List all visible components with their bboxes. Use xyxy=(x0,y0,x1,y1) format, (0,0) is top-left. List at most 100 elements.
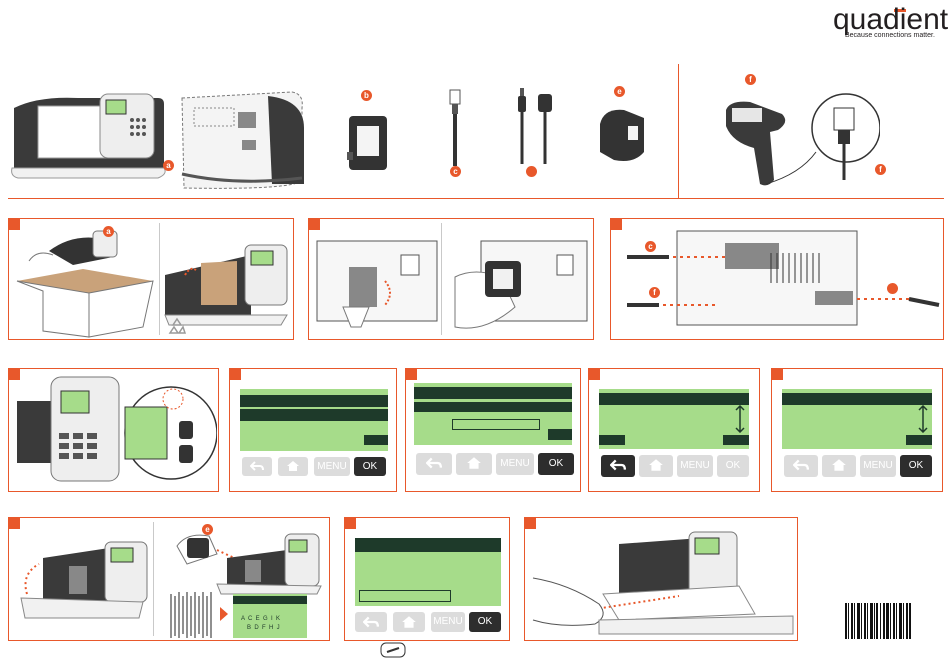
panel-divider xyxy=(159,223,160,335)
lcd-softkey-right xyxy=(906,435,932,445)
step-corner-marker xyxy=(344,517,356,529)
product-barcode xyxy=(845,603,911,639)
feed-envelope-illustration xyxy=(529,524,795,640)
step-corner-marker xyxy=(229,368,241,380)
badge-b: b xyxy=(361,90,372,101)
next-arrow-icon xyxy=(219,606,229,622)
quadient-logo: quadient Because connections matter. xyxy=(833,5,945,39)
ok-button[interactable]: OK xyxy=(900,455,932,477)
step-corner-marker xyxy=(771,368,783,380)
menu-button[interactable]: MENU xyxy=(431,612,465,632)
network-cable-illustration xyxy=(444,88,466,168)
scroll-arrow-icon xyxy=(735,405,745,433)
badge-f-usb: f xyxy=(875,164,886,175)
lcd-screen xyxy=(782,389,932,449)
back-button[interactable] xyxy=(784,455,818,477)
badge-a: a xyxy=(163,160,174,171)
home-button[interactable] xyxy=(456,453,492,475)
meter-rear-view-illustration xyxy=(176,88,308,194)
ok-button[interactable]: OK xyxy=(717,455,749,477)
home-button[interactable] xyxy=(822,455,856,477)
lcd-title-bar xyxy=(782,393,932,405)
power-button-illustration xyxy=(13,373,217,489)
lcd-title-bar xyxy=(414,387,572,399)
unpack-box-illustration xyxy=(13,221,159,339)
menu-button[interactable]: MENU xyxy=(496,453,534,475)
step-unpack-panel: a xyxy=(8,218,294,340)
alignment-letters-bottom: B D F H J xyxy=(247,625,280,631)
step-cables-panel: c f xyxy=(610,218,944,340)
lcd-title-bar xyxy=(233,596,307,604)
insert-cartridge-illustration xyxy=(445,237,591,337)
open-ink-cover-illustration xyxy=(13,528,151,638)
logo-tagline: Because connections matter. xyxy=(845,32,935,39)
badge-cable-f: f xyxy=(649,287,660,298)
ok-button[interactable]: OK xyxy=(469,612,501,632)
step-screen-3-panel: MENU OK xyxy=(588,368,760,492)
lcd-selected-row xyxy=(240,409,388,421)
section-divider-horizontal xyxy=(8,198,944,199)
lcd-title-bar xyxy=(599,393,749,405)
lcd-selected-row xyxy=(414,402,572,412)
step-ink-panel: b xyxy=(308,218,594,340)
step-feed-envelope-panel xyxy=(524,517,798,641)
badge-e: e xyxy=(614,86,625,97)
menu-button[interactable]: MENU xyxy=(314,457,350,476)
panel-divider xyxy=(441,223,442,335)
panel-divider xyxy=(153,522,154,636)
alignment-letters-top: A C E G I K xyxy=(241,616,280,622)
badge-power xyxy=(526,166,537,177)
badge-power-cable xyxy=(887,283,898,294)
lcd-softkey-right xyxy=(548,429,572,440)
alignment-lcd: A C E G I K B D F H J xyxy=(233,594,307,638)
step-ink-install-panel: e A C E G I K B D F H J xyxy=(8,517,330,641)
menu-button[interactable]: MENU xyxy=(860,455,896,477)
section-divider-vertical xyxy=(678,64,679,198)
step-corner-marker xyxy=(405,368,417,380)
badge-f-scanner: f xyxy=(745,74,756,85)
lcd-input-box xyxy=(452,419,540,430)
lcd-input-box xyxy=(359,590,451,602)
lcd-softkey-right xyxy=(723,435,749,445)
recycle-icon xyxy=(167,317,187,337)
ok-button[interactable]: OK xyxy=(538,453,574,475)
lcd-softkey-right xyxy=(364,435,388,445)
lcd-title-bar xyxy=(355,538,501,552)
ink-cartridge-illustration xyxy=(345,112,391,174)
power-cable-illustration xyxy=(512,86,558,166)
lcd-screen xyxy=(240,389,388,451)
step-screen-2-panel: MENU OK xyxy=(405,368,581,492)
badge-c: c xyxy=(450,166,461,177)
badge-unpack: a xyxy=(103,226,114,237)
alignment-test-print xyxy=(169,590,215,640)
step-corner-marker xyxy=(308,218,320,230)
home-button[interactable] xyxy=(278,457,308,476)
ok-button[interactable]: OK xyxy=(354,457,386,476)
lcd-screen xyxy=(414,383,572,445)
step-corner-marker xyxy=(588,368,600,380)
insert-ink-tank-illustration xyxy=(157,524,327,596)
badge-cable-c: c xyxy=(645,241,656,252)
ink-tank-holder-illustration xyxy=(594,104,650,166)
menu-button[interactable]: MENU xyxy=(677,455,713,477)
back-button[interactable] xyxy=(242,457,272,476)
back-button[interactable] xyxy=(355,612,387,632)
lcd-screen xyxy=(599,389,749,449)
home-button[interactable] xyxy=(393,612,425,632)
home-button[interactable] xyxy=(639,455,673,477)
postage-meter-illustration xyxy=(8,90,168,190)
step-screen-5-panel: MENU OK xyxy=(344,517,510,641)
step-screen-1-panel: MENU OK xyxy=(229,368,397,492)
rear-connections-illustration xyxy=(619,225,941,337)
ink-door-open-illustration xyxy=(313,237,441,337)
logo-wordmark: quadient xyxy=(833,5,948,35)
step-power-on-panel xyxy=(8,368,219,492)
barcode-scanner-illustration xyxy=(720,92,880,192)
back-button[interactable] xyxy=(601,455,635,477)
back-button[interactable] xyxy=(416,453,452,475)
scale-icon xyxy=(380,642,406,658)
step-screen-4-panel: MENU OK xyxy=(771,368,943,492)
lcd-softkey-left xyxy=(599,435,625,445)
lcd-title-bar xyxy=(240,395,388,407)
lcd-screen xyxy=(355,538,501,606)
